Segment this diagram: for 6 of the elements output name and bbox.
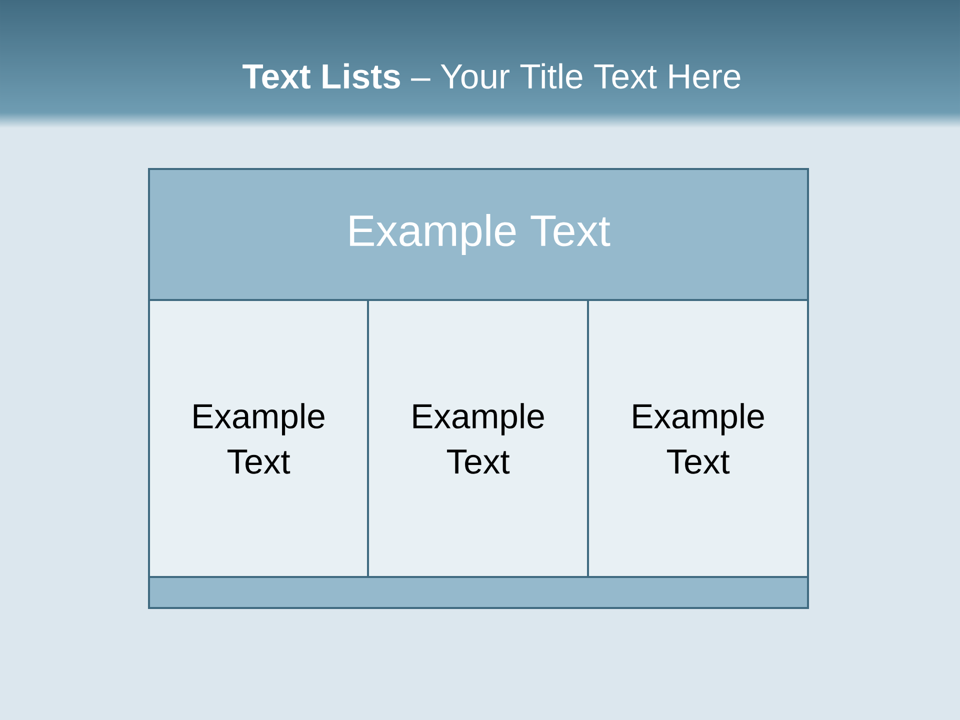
text-cell: Example Text [367,298,589,578]
slide-title: Text Lists – Your Title Text Here [242,63,740,89]
header-band: Example Text [148,168,809,301]
text-cell: Example Text [148,298,369,578]
footer-bar [148,576,809,609]
text-cell: Example Text [587,298,809,578]
